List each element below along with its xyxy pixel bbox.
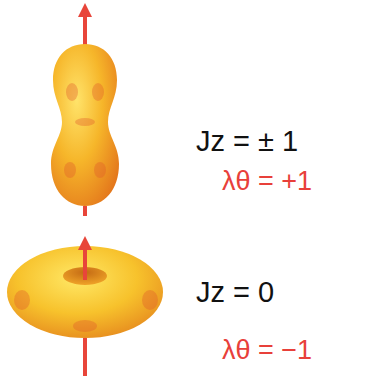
axis-arrow-tail (83, 206, 87, 216)
parameter-label: λθ = −1 (222, 337, 312, 364)
peanut-lobe-shape (51, 44, 119, 206)
axis-arrow (78, 3, 92, 50)
shade-spots (64, 83, 106, 178)
axis-arrow (78, 236, 92, 376)
shade-spots (14, 290, 158, 332)
spin-label: Jz = 0 (196, 278, 274, 307)
spin-label: Jz = ± 1 (196, 127, 298, 156)
parameter-label: λθ = +1 (222, 168, 312, 195)
torus-shape (7, 246, 163, 338)
